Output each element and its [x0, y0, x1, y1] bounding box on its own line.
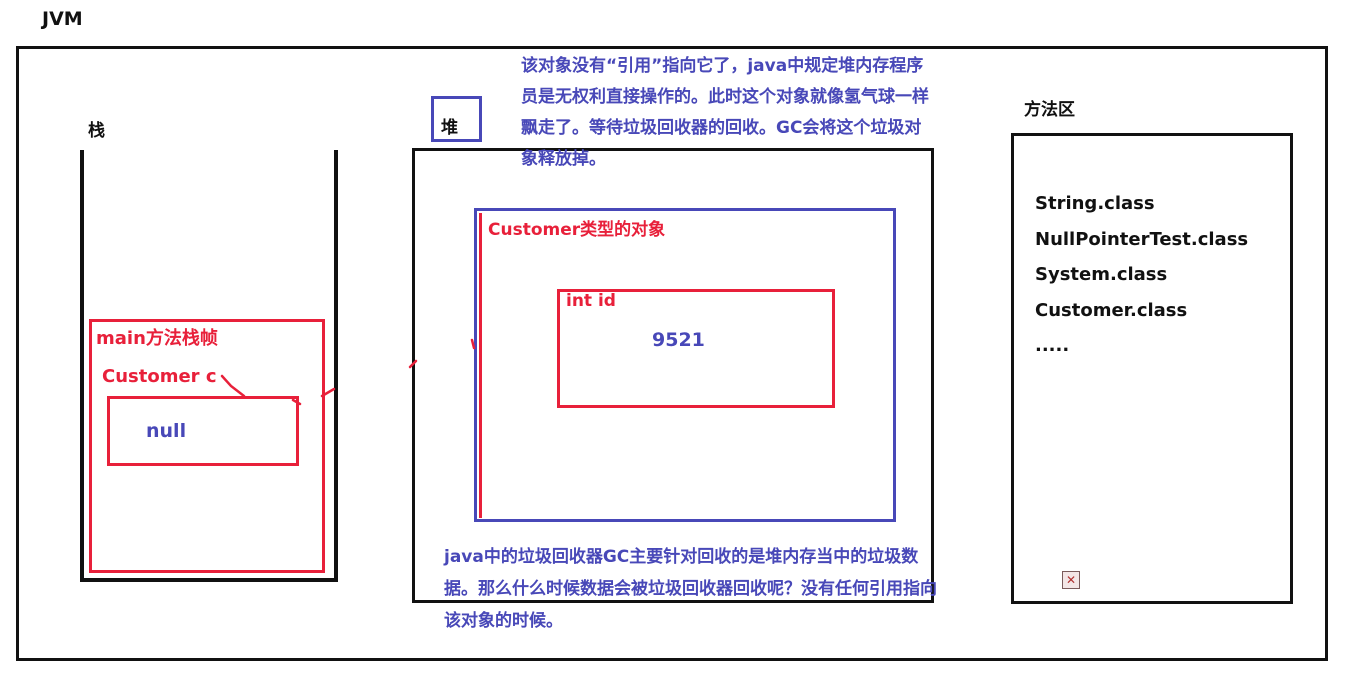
class-item: System.class: [1035, 264, 1168, 285]
arrow-stroke: [470, 338, 476, 350]
customer-object-box: [474, 208, 896, 522]
id-field-value: 9521: [652, 329, 705, 351]
stack-label: 栈: [88, 121, 105, 141]
local-variable-label: Customer c: [102, 366, 217, 387]
class-item: .....: [1035, 335, 1070, 356]
arrow-stroke: [408, 359, 418, 369]
object-inner-edge: [479, 213, 482, 518]
broken-image-icon: ✕: [1062, 571, 1080, 589]
customer-object-label: Customer类型的对象: [488, 220, 666, 240]
loaded-class-list: String.class NullPointerTest.class Syste…: [1035, 186, 1248, 364]
local-variable-value: null: [146, 420, 187, 442]
stack-frame-label: main方法栈帧: [96, 328, 218, 349]
class-item: Customer.class: [1035, 299, 1188, 321]
arrow-stroke: [320, 387, 336, 398]
main-stack-frame: [89, 319, 325, 573]
jvm-frame: [16, 46, 1328, 661]
gc-annotation-bottom: java中的垃圾回收器GC主要针对回收的是堆内存当中的垃圾数据。那么什么时候数据…: [444, 547, 937, 631]
gc-annotation-top: 该对象没有“引用”指向它了，java中规定堆内存程序员是无权利直接操作的。此时这…: [521, 56, 929, 169]
method-area-label: 方法区: [1024, 100, 1075, 120]
method-area: [1011, 133, 1293, 604]
heap-label-box: [431, 96, 482, 142]
heap-area: [412, 148, 934, 603]
heap-label: 堆: [441, 118, 458, 138]
arrow-stroke: [220, 374, 246, 398]
class-item: NullPointerTest.class: [1035, 228, 1249, 250]
local-variable-box: [107, 396, 299, 466]
class-item: String.class: [1035, 193, 1155, 214]
arrow-stroke: [291, 398, 302, 406]
jvm-title: JVM: [42, 8, 83, 30]
id-field-box: [557, 289, 835, 408]
stack-container: [80, 150, 338, 582]
id-field-label: int id: [566, 291, 616, 311]
